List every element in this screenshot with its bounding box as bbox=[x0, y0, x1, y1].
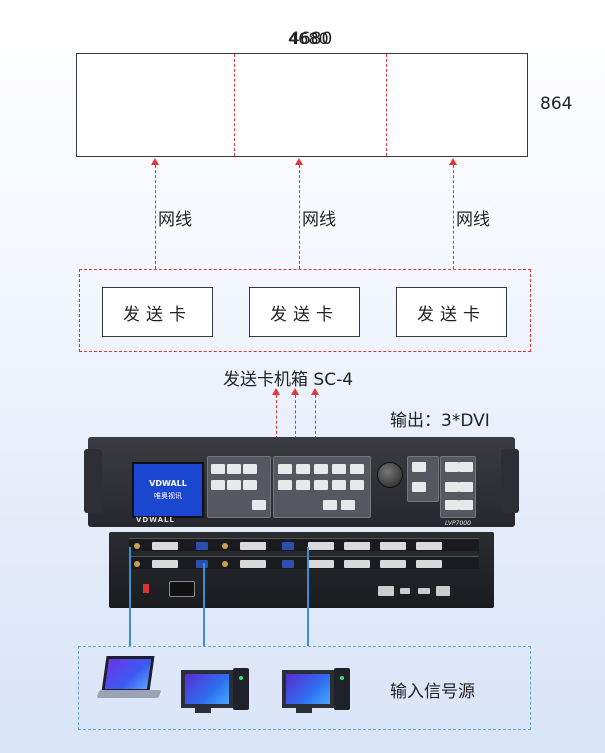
lcd-subtitle: 唯奥视讯 bbox=[154, 492, 182, 500]
vga-port bbox=[282, 560, 294, 568]
panel-key bbox=[350, 464, 364, 474]
input-signal-line bbox=[307, 547, 309, 646]
power-switch bbox=[143, 584, 149, 593]
led-screen bbox=[76, 53, 528, 157]
sender-card-group: 发送卡 发送卡 发送卡 bbox=[79, 269, 531, 352]
screen-divider bbox=[234, 54, 235, 156]
vga-port bbox=[196, 560, 208, 568]
panel-key bbox=[412, 482, 426, 492]
sender-card: 发送卡 bbox=[249, 287, 360, 337]
panel-key bbox=[445, 500, 459, 510]
network-cable-arrow bbox=[448, 158, 457, 269]
rack-ear bbox=[501, 449, 519, 513]
input-signal-line bbox=[129, 547, 131, 646]
panel-key bbox=[227, 464, 241, 474]
rotary-knob bbox=[377, 462, 403, 488]
network-cable-arrow bbox=[150, 158, 159, 269]
panel-key bbox=[227, 480, 241, 490]
panel-key bbox=[278, 480, 292, 490]
panel-key bbox=[350, 480, 364, 490]
panel-key bbox=[243, 464, 257, 474]
network-cable-arrow bbox=[294, 158, 303, 269]
laptop-icon bbox=[101, 656, 155, 692]
rack-ear bbox=[84, 449, 102, 513]
panel-key bbox=[332, 480, 346, 490]
pc-tower-icon bbox=[334, 668, 350, 710]
dvi-output-arrow bbox=[290, 388, 299, 439]
panel-key bbox=[341, 500, 355, 510]
monitor-stand bbox=[296, 708, 312, 713]
dvi-port bbox=[308, 542, 334, 550]
screen-height-label: 864 bbox=[540, 94, 573, 114]
desktop-monitor-icon bbox=[282, 670, 334, 708]
panel-key bbox=[445, 462, 459, 472]
vga-port bbox=[196, 542, 208, 550]
panel-key bbox=[314, 480, 328, 490]
dvi-port bbox=[152, 560, 178, 568]
panel-key bbox=[459, 482, 473, 492]
monitor-stand bbox=[195, 708, 211, 713]
sender-card: 发送卡 bbox=[102, 287, 213, 337]
output-label: 输出：3*DVI bbox=[390, 411, 490, 431]
panel-key bbox=[252, 500, 266, 510]
dvi-port bbox=[416, 560, 442, 568]
laptop-keyboard bbox=[96, 690, 162, 698]
device-model: LVP7000 bbox=[445, 520, 471, 527]
vga-port bbox=[282, 542, 294, 550]
bnc-port bbox=[222, 561, 228, 567]
panel-key bbox=[445, 482, 459, 492]
screen-width-label: 4680 bbox=[288, 29, 329, 48]
dvi-port bbox=[380, 560, 406, 568]
power-socket bbox=[169, 581, 195, 597]
rs232-port bbox=[418, 588, 430, 594]
dvi-output-arrow bbox=[271, 388, 280, 439]
dvi-port bbox=[416, 542, 442, 550]
panel-key bbox=[243, 480, 257, 490]
bnc-port bbox=[134, 543, 140, 549]
dvi-port bbox=[152, 542, 178, 550]
panel-key bbox=[459, 462, 473, 472]
usb-port bbox=[400, 588, 410, 594]
sender-box-title: 发送卡机箱 SC-4 bbox=[223, 370, 354, 390]
pc-tower-icon bbox=[233, 668, 249, 710]
cable-label: 网线 bbox=[158, 205, 192, 230]
panel-key bbox=[278, 464, 292, 474]
dvi-port bbox=[344, 560, 370, 568]
dvi-output-arrow bbox=[310, 388, 319, 439]
panel-key bbox=[296, 464, 310, 474]
screen-width-label: 4680 bbox=[289, 29, 333, 49]
dvi-port bbox=[344, 542, 370, 550]
lcd-brand: VDWALL bbox=[149, 479, 187, 488]
front-brand: VDWALL bbox=[136, 516, 175, 524]
cable-label: 网线 bbox=[456, 205, 490, 230]
panel-key bbox=[211, 464, 225, 474]
desktop-monitor-icon bbox=[181, 670, 233, 708]
dvi-port bbox=[380, 542, 406, 550]
dvi-port bbox=[240, 542, 266, 550]
screen-divider bbox=[386, 54, 387, 156]
input-label: 输入信号源 bbox=[390, 682, 475, 702]
panel-key bbox=[323, 500, 337, 510]
input-source-group bbox=[78, 646, 531, 730]
panel-key bbox=[332, 464, 346, 474]
bnc-port bbox=[134, 561, 140, 567]
panel-key bbox=[211, 480, 225, 490]
dvi-port bbox=[308, 560, 334, 568]
panel-key bbox=[296, 480, 310, 490]
sender-card: 发送卡 bbox=[396, 287, 507, 337]
panel-key bbox=[412, 462, 426, 472]
panel-key bbox=[314, 464, 328, 474]
bnc-port bbox=[222, 543, 228, 549]
input-signal-line bbox=[203, 563, 205, 646]
cable-label: 网线 bbox=[302, 205, 336, 230]
panel-key bbox=[459, 500, 473, 510]
rs485-port bbox=[436, 586, 450, 596]
lan-port bbox=[378, 586, 394, 596]
dvi-port bbox=[240, 560, 266, 568]
lcd-display: VDWALL 唯奥视讯 bbox=[132, 462, 204, 518]
